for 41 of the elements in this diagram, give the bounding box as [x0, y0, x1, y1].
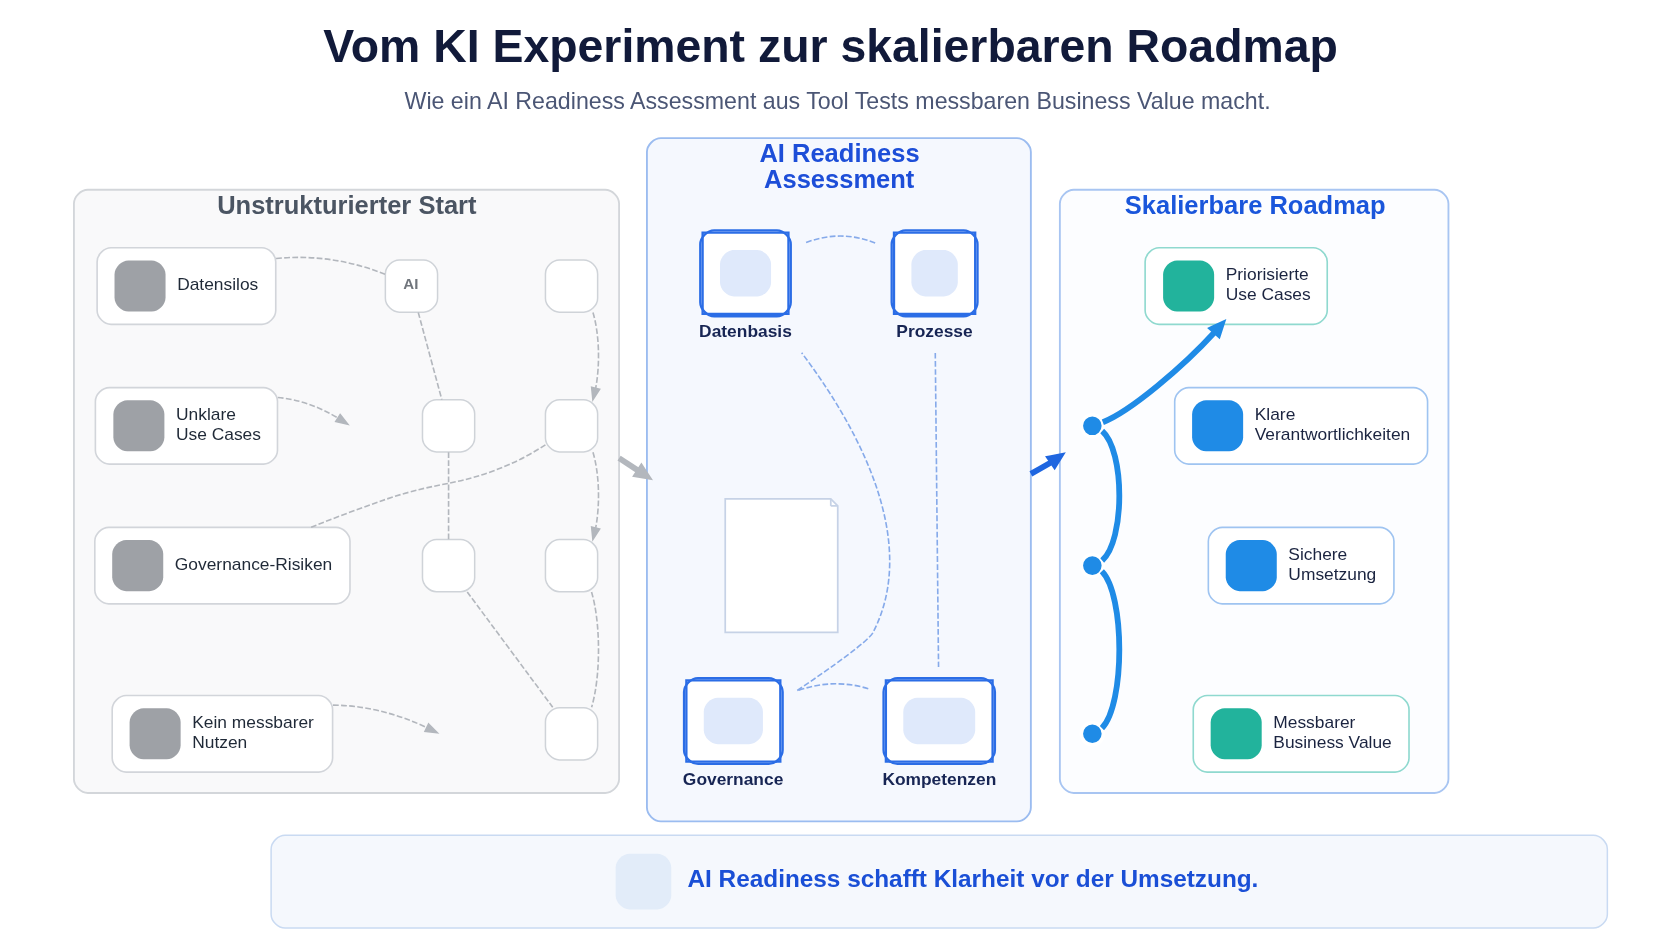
node-box: Unklare Use Cases: [94, 386, 279, 465]
connector: [590, 591, 600, 709]
node-box: Klare Verantwortlichkeiten: [1173, 386, 1429, 465]
arrow: [1029, 452, 1066, 477]
node-label: Governance: [682, 768, 784, 789]
connector: [1099, 429, 1123, 563]
node-box: Kein messbarer Nutzen: [111, 694, 334, 773]
connector: [796, 683, 870, 692]
connector: [275, 256, 386, 275]
arrow: [590, 451, 601, 542]
connector: [466, 591, 554, 709]
caption: Wie ein AI Readiness Assessment aus Tool Tests messbaren Business Value macht.: [404, 88, 1271, 115]
node-box: AI: [384, 259, 439, 313]
node-box: AI Readiness schafft Klarheit vor der Umsetzung.: [270, 834, 1609, 929]
connector: [805, 235, 878, 245]
node-box: Datensilos: [96, 247, 277, 326]
connector: [447, 451, 450, 541]
node-box: [544, 399, 599, 453]
arrow: [1101, 319, 1227, 425]
connector: [1099, 569, 1123, 730]
arrow: [332, 704, 440, 734]
node-box: [544, 706, 599, 761]
arrow: [590, 311, 601, 402]
node-box: [544, 259, 599, 313]
connector: [310, 444, 547, 529]
arrow: [617, 455, 653, 481]
diagram-title: Vom KI Experiment zur skalierbaren Roadmap: [323, 19, 1338, 72]
node-box: [421, 538, 476, 593]
node-label: Kompetenzen: [882, 768, 997, 789]
connector: [796, 352, 891, 692]
node-box: [544, 538, 599, 593]
node-label: Datenbasis: [699, 321, 792, 342]
node-box: [421, 399, 476, 453]
arrow: [277, 396, 350, 426]
node-box: Messbarer Business Value: [1192, 694, 1410, 773]
node-box: Sichere Umsetzung: [1207, 526, 1395, 605]
node-label: Prozesse: [896, 321, 973, 342]
node-box: Governance-Risiken: [94, 526, 351, 605]
node-box: Priorisierte Use Cases: [1144, 247, 1329, 326]
connector: [934, 352, 940, 668]
connector: [417, 311, 443, 401]
